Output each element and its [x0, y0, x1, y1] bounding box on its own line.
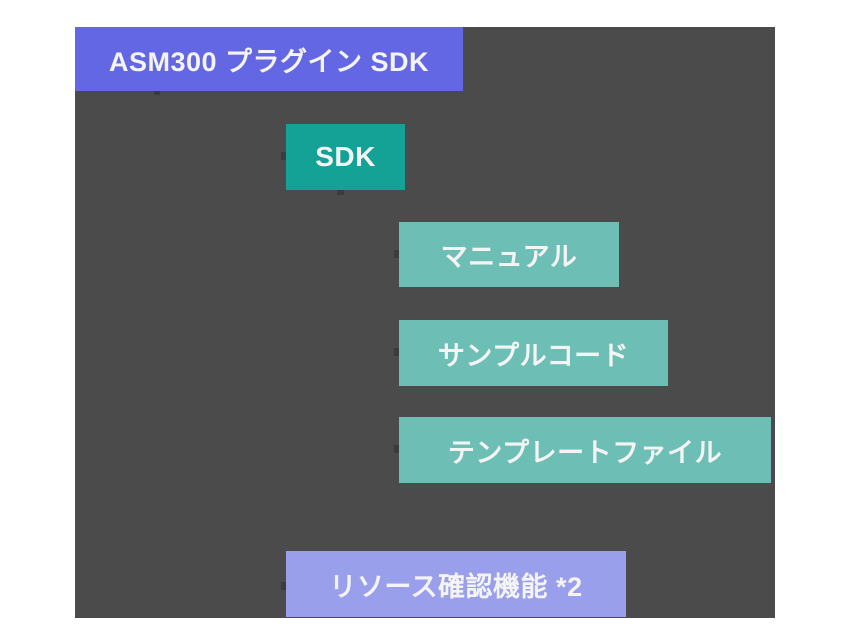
connector-stub-resource-left: [281, 582, 286, 590]
connector-stub-sample-left: [394, 348, 399, 356]
tree-node-sdk: SDK: [286, 124, 405, 190]
connector-stub-manual-left: [394, 250, 399, 258]
connector-stub-sdk-down: [337, 190, 344, 195]
tree-node-sample-code: サンプルコード: [399, 320, 668, 386]
connector-stub-root-down: [154, 91, 160, 95]
tree-node-resource-check: リソース確認機能 *2: [286, 551, 626, 617]
connector-stub-sdk-left: [281, 152, 286, 160]
tree-node-manual: マニュアル: [399, 222, 619, 287]
tree-node-template-file: テンプレートファイル: [399, 417, 771, 483]
connector-stub-template-left: [394, 445, 399, 453]
tree-node-root: ASM300 プラグイン SDK: [75, 27, 463, 91]
